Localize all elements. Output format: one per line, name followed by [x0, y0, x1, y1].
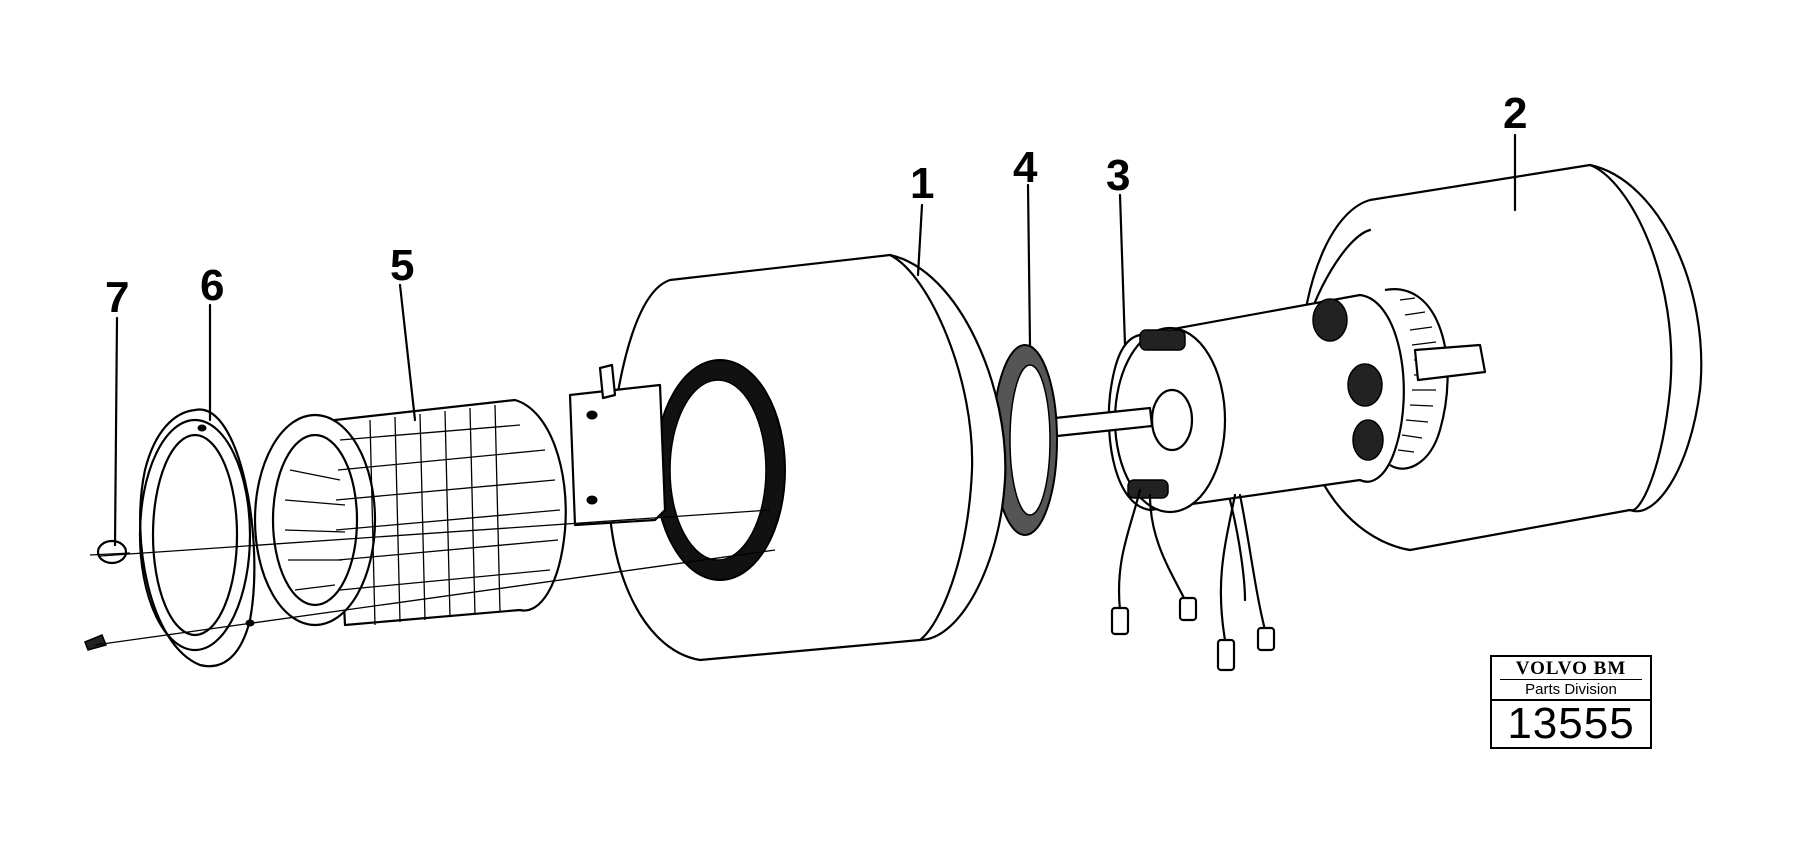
inlet-flange-ring: [138, 408, 256, 668]
callout-3: 3: [1106, 151, 1130, 200]
screws: [84, 539, 131, 651]
electric-motor: [1053, 288, 1487, 672]
callout-6: 6: [200, 261, 224, 310]
housing-half-front: [568, 253, 1007, 662]
illustration-code: 13555: [1490, 699, 1652, 749]
volvo-parts-badge: VOLVO BM Parts Division 13555: [1490, 655, 1652, 749]
callout-2: 2: [1503, 89, 1527, 138]
callout-labels: 1 2 3 4 5 6 7: [105, 89, 1527, 322]
brand-block: VOLVO BM Parts Division: [1490, 655, 1652, 699]
callout-5: 5: [390, 241, 414, 290]
callout-7: 7: [105, 273, 129, 322]
leader-lines: [113, 133, 1517, 547]
callout-1: 1: [910, 159, 934, 208]
callout-4: 4: [1013, 143, 1038, 192]
assembly-axis-lines: [94, 509, 776, 646]
division-name: Parts Division: [1500, 679, 1642, 699]
fan-wheel: [253, 398, 567, 627]
brand-name: VOLVO BM: [1515, 658, 1627, 679]
gasket-ring: [992, 344, 1058, 536]
